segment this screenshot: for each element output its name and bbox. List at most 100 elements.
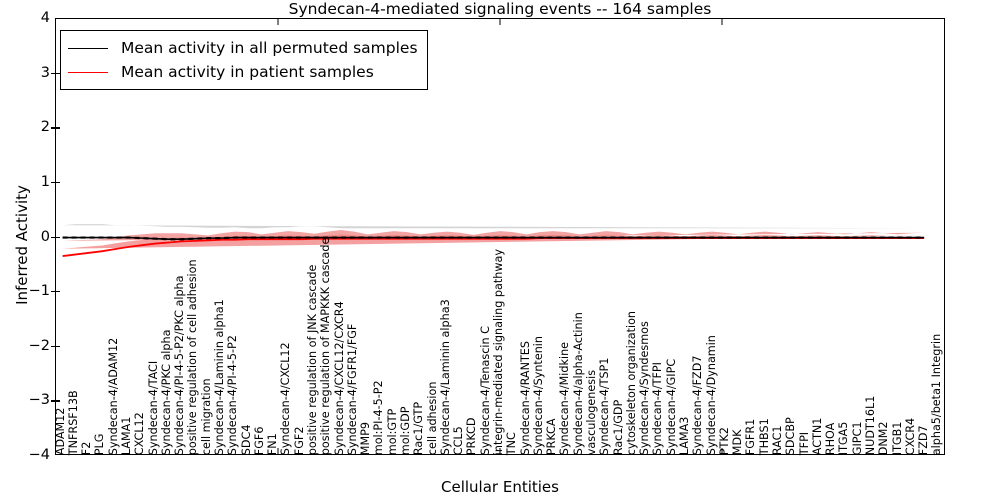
x-tick-label: Syndecan-4/CXCL12/CXCR4 — [332, 301, 346, 455]
x-tick-label: FGFR1 — [744, 418, 758, 455]
y-tick-label: 2 — [40, 119, 50, 136]
x-tick-label: Syndecan-4/Syntenin — [531, 335, 545, 455]
y-axis-label: Inferred Activity — [13, 185, 31, 305]
x-tick-label: ACTN1 — [810, 417, 824, 455]
y-tick-mark — [51, 181, 56, 184]
plot-canvas — [56, 19, 944, 454]
x-tick-label: Syndecan-4/FZD7 — [691, 355, 705, 455]
x-tick-label: Syndecan-4/TACI — [146, 360, 160, 455]
x-tick-label: Syndecan-4/Tenascin C — [478, 325, 492, 455]
y-tick-mark-inner — [55, 400, 60, 402]
x-tick-label: positive regulation of cell adhesion — [186, 259, 200, 455]
legend-item-patient: Mean activity in patient samples — [68, 60, 418, 84]
x-tick-label: TNC — [505, 431, 519, 455]
x-tick-label: SDCBP — [784, 417, 798, 455]
x-tick-label: FGF2 — [292, 426, 306, 455]
y-tick-label: 1 — [40, 173, 50, 190]
x-tick-label: RAC1 — [770, 425, 784, 455]
x-tick-label: vasculogenesis — [584, 369, 598, 455]
x-tick-label: FN1 — [265, 433, 279, 455]
x-tick-label: PRKCD — [465, 417, 479, 455]
legend-line-patient — [68, 71, 108, 73]
x-tick-label: Syndecan-4/PI-4-5-P2 — [226, 334, 240, 455]
x-tick-label: CCL5 — [451, 426, 465, 455]
y-tick-mark — [51, 127, 56, 129]
permuted-confidence-band — [62, 224, 925, 229]
y-tick-mark-inner — [55, 72, 60, 74]
legend-label-permuted: Mean activity in all permuted samples — [121, 39, 418, 57]
x-tick-label: mol:GDP — [398, 406, 412, 455]
y-tick-mark-inner — [55, 345, 60, 348]
x-tick-label: ADAM12 — [53, 407, 67, 455]
x-tick-label: ITGB1 — [890, 421, 904, 455]
plot-area: Mean activity in all permuted samples Me… — [55, 18, 945, 455]
x-tick-label: cytoskeleton organization — [624, 310, 638, 455]
x-tick-label: Syndecan-4/FGFR1/FGF — [345, 323, 359, 455]
x-tick-label: integrin-mediated signaling pathway — [491, 248, 505, 455]
y-tick-mark — [51, 236, 56, 238]
x-tick-label: mol:GTP — [385, 408, 399, 455]
x-tick-label: Rac1/GDP — [611, 399, 625, 455]
x-tick-label: TFPI — [797, 431, 811, 455]
x-tick-label: CXCR4 — [903, 417, 917, 455]
x-tick-label: ITGA5 — [837, 421, 851, 455]
y-tick-label: −2 — [28, 337, 50, 354]
y-tick-label: −3 — [28, 392, 50, 409]
x-tick-label: Syndecan-4/PI-4-5-P2/PKC alpha — [172, 275, 186, 455]
x-tick-label: Syndecan-4/Midkine — [558, 341, 572, 455]
x-tick-label: mol:PI-4-5-P2 — [372, 380, 386, 455]
y-tick-label: −1 — [28, 283, 50, 300]
x-tick-label: Syndecan-4/Laminin alpha1 — [212, 299, 226, 455]
y-tick-mark-inner — [55, 127, 60, 129]
legend-line-permuted — [68, 47, 108, 49]
y-tick-mark — [51, 72, 56, 74]
y-tick-mark — [51, 400, 56, 402]
x-tick-label: cell adhesion — [425, 381, 439, 455]
x-tick-label: PLG — [93, 433, 107, 455]
x-tick-label: RHOA — [823, 422, 837, 455]
y-tick-label: 0 — [40, 228, 50, 245]
x-tick-label: Rac1/GTP — [412, 401, 426, 455]
x-tick-label: Syndecan-4/Dynamin — [704, 334, 718, 455]
y-tick-label: 4 — [40, 10, 50, 26]
x-tick-label: positive regulation of MAPKKK cascade — [319, 237, 333, 455]
x-tick-label: Syndecan-4/ADAM12 — [106, 337, 120, 455]
legend-item-permuted: Mean activity in all permuted samples — [68, 36, 418, 60]
y-tick-mark-inner — [55, 291, 60, 293]
legend-label-patient: Mean activity in patient samples — [121, 63, 374, 81]
x-tick-label: Syndecan-4/GIPC — [664, 358, 678, 455]
x-tick-label: positive regulation of JNK cascade — [305, 264, 319, 455]
x-tick-label: Syndecan-4/PKC alpha — [159, 329, 173, 455]
y-tick-label: −4 — [28, 447, 50, 463]
x-tick-label: MDK — [730, 429, 744, 455]
chart-title: Syndecan-4-mediated signaling events -- … — [288, 0, 712, 18]
x-tick-label: Syndecan-4/Laminin alpha3 — [438, 299, 452, 455]
x-tick-label: alpha5/beta1 Integrin — [930, 333, 944, 455]
x-tick-label: FZD7 — [916, 425, 930, 455]
x-tick-label: SDC4 — [239, 424, 253, 455]
x-tick-label: Syndecan-4/alpha-Actinin — [571, 311, 585, 455]
y-tick-mark — [51, 291, 56, 293]
x-tick-label: MMP9 — [358, 421, 372, 455]
y-tick-mark — [51, 345, 56, 348]
x-tick-label: cell migration — [199, 378, 213, 455]
x-tick-label: Syndecan-4/TFPI — [651, 361, 665, 455]
legend: Mean activity in all permuted samples Me… — [60, 30, 428, 90]
x-tick-label: THBS1 — [757, 418, 771, 455]
x-tick-label: PRKCA — [544, 418, 558, 455]
y-tick-mark-inner — [55, 181, 60, 184]
data-series-svg — [62, 19, 925, 454]
x-tick-label: F2 — [80, 441, 93, 455]
x-tick-label: Syndecan-4/CXCL12 — [279, 342, 293, 455]
x-tick-label: NUDT16L1 — [863, 395, 877, 455]
y-tick-mark-inner — [55, 236, 60, 238]
x-tick-label: FGF6 — [252, 426, 266, 455]
x-tick-label: LAMA3 — [677, 416, 691, 455]
x-tick-label: Syndecan-4/TSP1 — [598, 357, 612, 455]
x-tick-label: PTK2 — [717, 426, 731, 455]
permuted-mean-line — [62, 236, 925, 241]
x-axis-label: Cellular Entities — [441, 478, 559, 496]
x-tick-label: Syndecan-4/Syndesmos — [637, 320, 651, 455]
x-tick-label: GIPC1 — [850, 421, 864, 455]
